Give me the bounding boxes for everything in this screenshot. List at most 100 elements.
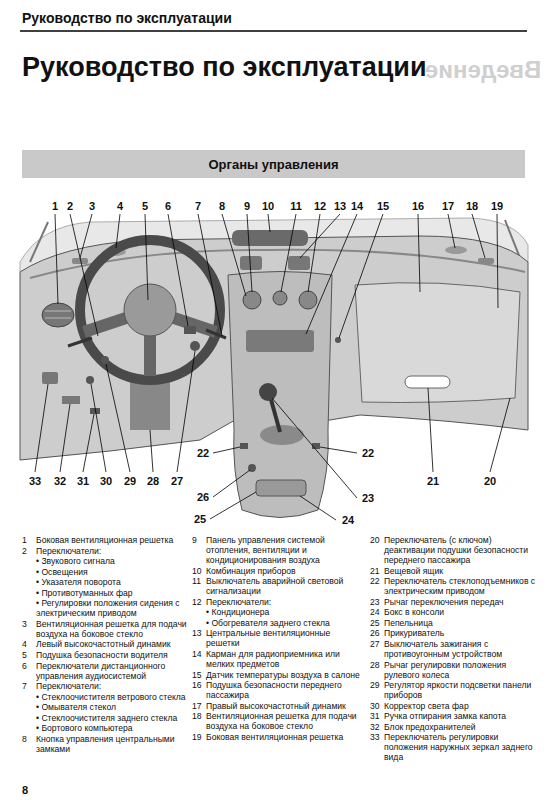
illustration-part [45,311,71,312]
item-number: 29 [370,680,384,700]
illustration-part [478,258,494,264]
illustration-part [213,447,240,453]
legend-item: 33Переключатель регулировки положения на… [370,732,542,762]
item-number: 22 [370,576,384,596]
callout-number: 12 [313,200,327,212]
item-text: Вентиляционная решетка для подачи воздух… [36,619,187,639]
item-text: Ручка отпирания замка капота [384,711,542,721]
legend-item: 27Выключатель зажигания с противоугонным… [370,639,542,659]
callout-number: 18 [465,200,479,212]
illustration-part [272,398,357,498]
item-bullet: • Противотуманных фар [22,588,133,598]
legend-column: 20Переключатель (с ключом) деактивации п… [370,535,542,763]
item-text: Боковая вентиляционная решетка [36,535,187,545]
item-number: 13 [192,628,206,648]
illustration-part [210,492,256,519]
item-bullet: • Звукового сигнала [22,556,115,566]
illustration-part [145,214,148,300]
item-number: 8 [22,734,36,754]
legend-item: • Указателя поворота [22,577,187,587]
item-text: Переключатели дистанционного управления … [36,661,187,681]
legend-item: 22Переключатель стеклоподъемников с элек… [370,576,542,596]
legend-item: 6Переключатели дистанционного управления… [22,661,187,681]
illustration-part [448,214,455,248]
illustration-part [184,326,196,334]
item-text: Пепельница [384,618,542,628]
item-bullet: • Освещения [22,567,88,577]
illustration-part [30,222,48,262]
legend-item: 21Вещевой ящик [370,566,542,576]
illustration-part [240,443,248,449]
callout-number: 22 [196,447,210,459]
illustration-part [259,383,277,401]
legend-item: 1Боковая вентиляционная решетка [22,535,187,545]
illustration-part [281,214,296,292]
illustration-part [168,214,188,326]
item-text: Подушка безопасности переднего пассажира [206,680,364,700]
illustration-part [55,214,58,304]
page-number: 8 [22,784,28,796]
callout-number: 9 [243,200,251,212]
item-number: 1 [22,535,36,545]
item-bullet: • Стеклоочистителя заднего стекла [22,713,177,723]
illustration-part [190,341,200,351]
callout-number: 32 [53,475,67,487]
item-text: Панель управления системой отопления, ве… [206,535,364,565]
illustration-part [308,214,320,292]
illustration-part [177,351,195,472]
legend-item: • Бортового компьютера [22,723,187,733]
illustration-part [91,384,106,472]
item-number: 32 [370,722,384,732]
item-number: 21 [370,566,384,576]
item-number: 5 [22,650,36,660]
legend-item: 8Кнопка управления центральными замками [22,734,187,754]
illustration-part [355,283,520,403]
illustration-part [150,430,153,472]
callout-number: 15 [376,200,390,212]
item-number: 25 [370,618,384,628]
item-bullet: • Регулировки положения сидения с электр… [22,598,187,618]
illustration-part [45,318,71,319]
callout-number: 30 [99,475,113,487]
illustration-part [232,230,308,246]
item-bullet: • Бортового компьютера [22,723,133,733]
callout-number: 3 [88,200,96,212]
callout-number: 25 [193,513,207,525]
legend-item: 9Панель управления системой отопления, в… [192,535,364,565]
item-bullet: • Стеклоочистителя ветрового стекла [22,692,186,702]
item-text: Корректор света фар [384,701,542,711]
callout-number: 33 [28,475,42,487]
illustration-part [106,364,130,472]
callout-number: 4 [116,200,124,212]
legend-item: 31Ручка отпирания замка капота [370,711,542,721]
callout-number: 27 [170,475,184,487]
legend-item: • Освещения [22,567,187,577]
illustration-part [60,404,70,472]
illustration-part [35,384,48,472]
page-title: Руководство по эксплуатации [22,52,427,83]
illustration-part [300,496,336,520]
item-text: Вещевой ящик [384,566,542,576]
callout-number: 7 [194,200,202,212]
illustration-part [256,480,306,496]
running-header: Руководство по эксплуатации [22,10,232,26]
item-text: Блок предохранителей [384,722,542,732]
illustration-part [228,272,332,518]
legend-item: 14Карман для радиоприемника или мелких п… [192,649,364,669]
legend-item: 12Переключатели: [192,597,364,607]
legend-item: 3Вентиляционная решетка для подачи возду… [22,619,187,639]
item-bullet: • Омывателя стекол [22,702,116,712]
item-number: 28 [370,660,384,680]
illustration-part [418,214,420,292]
callout-number: 14 [350,200,364,212]
callout-number: 13 [333,200,347,212]
legend-column: 9Панель управления системой отопления, в… [192,535,364,742]
illustration-part [70,214,98,336]
legend-item: 16Подушка безопасности переднего пассажи… [192,680,364,700]
legend-item: 13Центральные вентиляционные решетки [192,628,364,648]
callout-number: 28 [146,475,160,487]
legend-item: 24Бокс в консоли [370,607,542,617]
legend-item: 7Переключатели: [22,681,187,691]
legend-item: 26Прикуриватель [370,628,542,638]
item-number: 23 [370,597,384,607]
